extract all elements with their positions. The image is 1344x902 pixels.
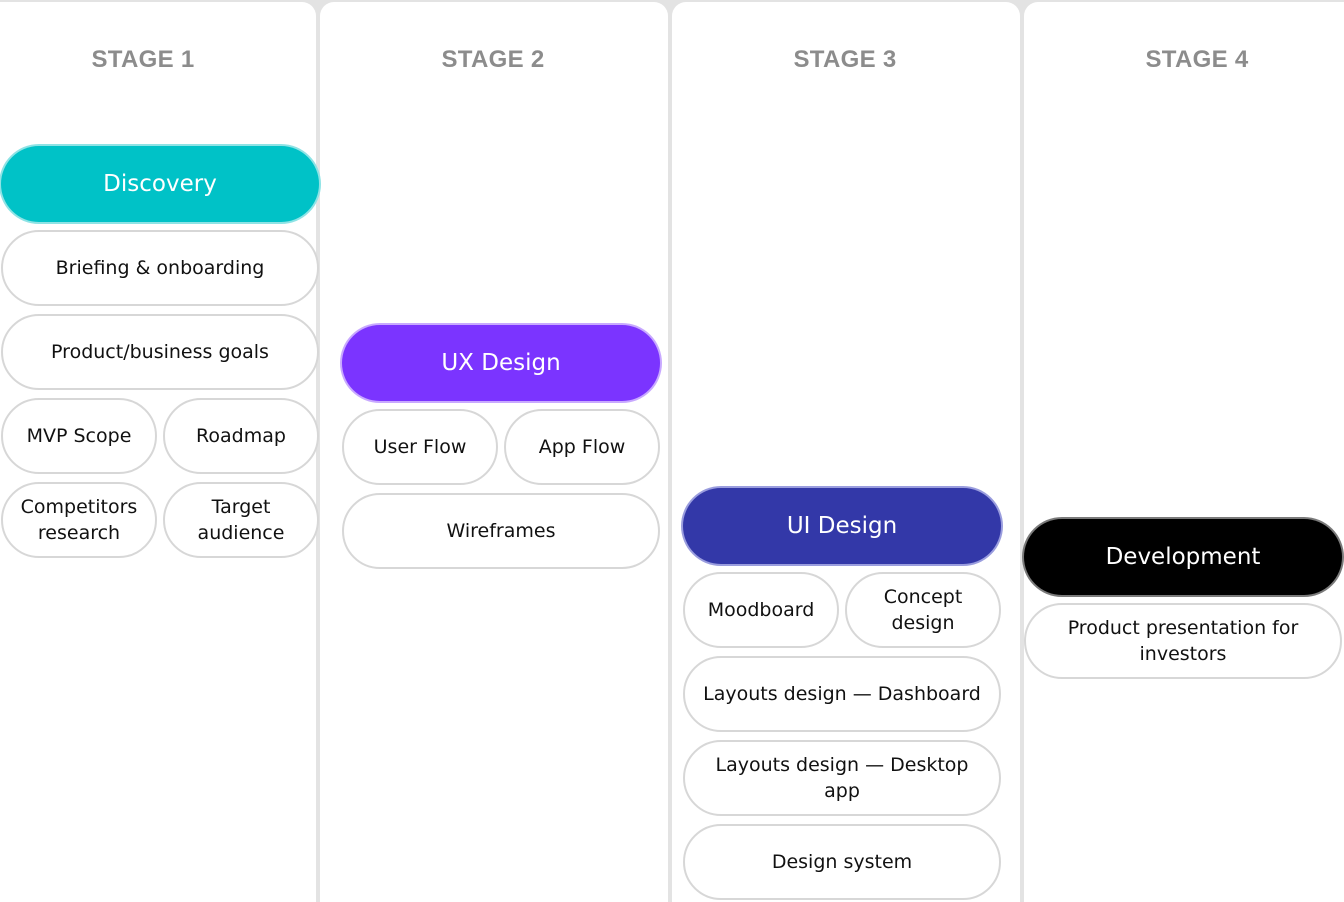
phase-development[interactable]: Development xyxy=(1024,519,1342,595)
task-wireframes[interactable]: Wireframes xyxy=(342,493,660,569)
stage-4-title: STAGE 4 xyxy=(1145,46,1249,73)
task-roadmap[interactable]: Roadmap xyxy=(163,398,319,474)
task-layouts-dashboard[interactable]: Layouts design — Dashboard xyxy=(683,656,1001,732)
task-concept-design[interactable]: Concept design xyxy=(845,572,1001,648)
phase-ui-design[interactable]: UI Design xyxy=(683,488,1001,564)
stage-1-title: STAGE 1 xyxy=(91,46,195,73)
task-mvp-scope[interactable]: MVP Scope xyxy=(1,398,157,474)
stage-3-title: STAGE 3 xyxy=(793,46,897,73)
task-product-presentation[interactable]: Product presentation for investors xyxy=(1024,603,1342,679)
phase-discovery[interactable]: Discovery xyxy=(1,146,319,222)
task-target-audience[interactable]: Target audience xyxy=(163,482,319,558)
phase-ux-design[interactable]: UX Design xyxy=(342,325,660,401)
task-app-flow[interactable]: App Flow xyxy=(504,409,660,485)
task-competitors-research[interactable]: Competitors research xyxy=(1,482,157,558)
task-briefing-onboarding[interactable]: Briefing & onboarding xyxy=(1,230,319,306)
task-moodboard[interactable]: Moodboard xyxy=(683,572,839,648)
task-design-system[interactable]: Design system xyxy=(683,824,1001,900)
task-product-business-goals[interactable]: Product/business goals xyxy=(1,314,319,390)
stage-2-title: STAGE 2 xyxy=(441,46,545,73)
task-user-flow[interactable]: User Flow xyxy=(342,409,498,485)
task-layouts-desktop-app[interactable]: Layouts design — Desktop app xyxy=(683,740,1001,816)
stage-column-4 xyxy=(1024,2,1344,902)
